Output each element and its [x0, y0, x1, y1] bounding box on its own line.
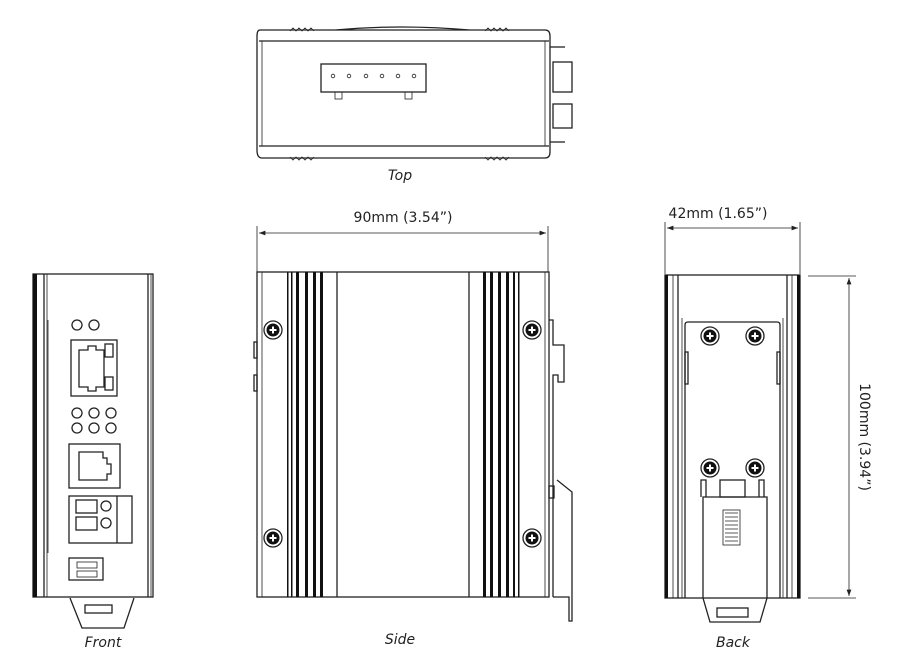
screw-icon: [745, 326, 765, 346]
heat-sink-fins: [287, 272, 520, 597]
status-leds: [71, 319, 117, 434]
dip-switch: [68, 557, 104, 581]
side-port-bumps: [253, 341, 258, 392]
screw-icon: [700, 458, 720, 478]
side-view-caption: Side: [385, 632, 415, 648]
din-clip: [69, 597, 135, 629]
screw-icon: [700, 326, 720, 346]
din-rail-clip: [548, 319, 573, 622]
height-dimension: 100mm (3.94”): [808, 275, 872, 599]
screw-icon: [522, 528, 542, 548]
screw-icon: [263, 320, 283, 340]
depth-dimension: 90mm (3.54”): [256, 210, 549, 272]
depth-label: 90mm (3.54”): [354, 210, 453, 226]
height-label: 100mm (3.94”): [856, 383, 872, 491]
screw-icon: [745, 458, 765, 478]
front-view-caption: Front: [85, 635, 122, 651]
combo-port: [70, 339, 118, 397]
top-view-caption: Top: [388, 168, 412, 184]
top-view: Top: [256, 26, 573, 184]
width-label: 42mm (1.65”): [669, 206, 768, 222]
back-view-caption: Back: [716, 635, 751, 651]
rj45-port: [68, 443, 121, 489]
back-view: 42mm (1.65”) 100mm (3.94”) Back: [664, 206, 872, 651]
screw-icon: [522, 320, 542, 340]
terminal-connector: [320, 63, 427, 100]
din-rail-latch: [700, 479, 768, 623]
front-view: Front: [32, 273, 154, 651]
width-dimension: 42mm (1.65”): [664, 206, 801, 274]
screw-icon: [263, 528, 283, 548]
side-view: 90mm (3.54”) Side: [253, 210, 573, 648]
power-terminal-block: [68, 495, 133, 544]
din-clip: [550, 46, 573, 143]
